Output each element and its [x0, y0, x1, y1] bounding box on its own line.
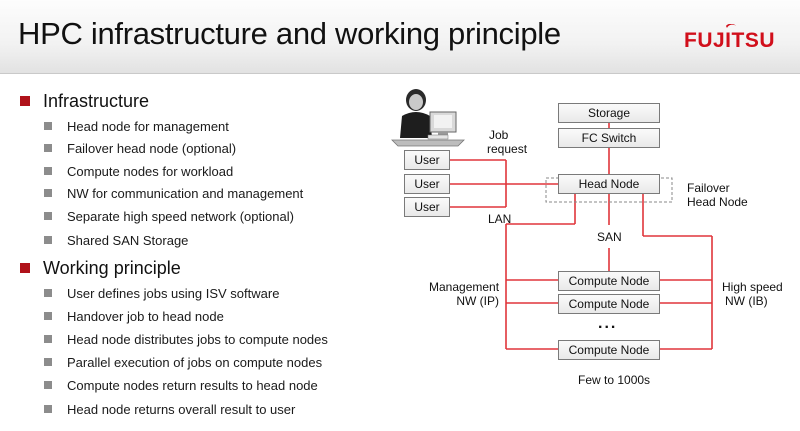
compute-node-box: Compute Node — [558, 271, 660, 291]
square-bullet-icon — [44, 236, 52, 244]
list-item: Parallel execution of jobs on compute no… — [44, 353, 322, 371]
few-to-1000s-label: Few to 1000s — [578, 373, 651, 387]
bullet-content: Infrastructure Head node for management … — [0, 80, 380, 425]
user-at-desk-icon — [391, 89, 465, 147]
list-item: Shared SAN Storage — [44, 231, 188, 249]
section-heading: Infrastructure — [43, 90, 150, 111]
mgmt-line1: Management — [429, 280, 500, 294]
fc-switch-box: FC Switch — [558, 128, 660, 148]
square-bullet-icon — [44, 289, 52, 297]
list-item-text: NW for communication and management — [67, 185, 304, 201]
square-bullet-icon — [44, 335, 52, 343]
user-box: User — [404, 197, 450, 217]
list-item-text: Head node returns overall result to user — [67, 401, 296, 417]
square-bullet-icon — [44, 144, 52, 152]
storage-box: Storage — [558, 103, 660, 123]
job-request-label: Job request — [487, 128, 527, 156]
list-item: Head node returns overall result to user — [44, 400, 295, 418]
square-bullet-icon — [20, 96, 30, 106]
square-bullet-icon — [44, 189, 52, 197]
list-item-text: Compute nodes for workload — [67, 163, 234, 179]
logo-infinity-mark — [726, 24, 736, 28]
job-request-line1: Job — [489, 128, 509, 142]
square-bullet-icon — [44, 212, 52, 220]
san-label: SAN — [597, 230, 622, 244]
list-item: Compute nodes for workload — [44, 162, 233, 180]
fujitsu-logo: FUJITSU — [684, 24, 775, 52]
list-item-text: Parallel execution of jobs on compute no… — [67, 354, 323, 370]
page-title: HPC infrastructure and working principle — [18, 16, 561, 51]
lan-label: LAN — [488, 212, 512, 226]
management-nw-label: Management NW (IP) — [429, 280, 499, 308]
list-item: Failover head node (optional) — [44, 139, 236, 157]
ellipsis-label: ... — [598, 315, 618, 332]
user-box: User — [404, 150, 450, 170]
square-bullet-icon — [20, 263, 30, 273]
square-bullet-icon — [44, 167, 52, 175]
job-request-line2: request — [487, 142, 528, 156]
square-bullet-icon — [44, 122, 52, 130]
list-item: Head node distributes jobs to compute no… — [44, 330, 328, 348]
failover-label: Failover Head Node — [687, 181, 748, 209]
failover-line2: Head Node — [687, 195, 748, 209]
user-box: User — [404, 174, 450, 194]
square-bullet-icon — [44, 358, 52, 366]
list-item: User defines jobs using ISV software — [44, 284, 279, 302]
square-bullet-icon — [44, 405, 52, 413]
list-item: Handover job to head node — [44, 307, 224, 325]
highspeed-line1: High speed — [722, 280, 783, 294]
section-working-principle: Working principle — [20, 257, 181, 279]
list-item: NW for communication and management — [44, 184, 303, 202]
square-bullet-icon — [44, 312, 52, 320]
compute-node-box: Compute Node — [558, 294, 660, 314]
section-heading: Working principle — [43, 257, 181, 278]
list-item-text: User defines jobs using ISV software — [67, 285, 280, 301]
list-item: Head node for management — [44, 117, 229, 135]
square-bullet-icon — [44, 381, 52, 389]
list-item-text: Separate high speed network (optional) — [67, 208, 294, 224]
list-item: Separate high speed network (optional) — [44, 207, 294, 225]
mgmt-line2: NW (IP) — [456, 294, 499, 308]
list-item: Compute nodes return results to head nod… — [44, 376, 318, 394]
logo-text: FUJITSU — [684, 29, 775, 52]
compute-node-box: Compute Node — [558, 340, 660, 360]
head-node-box: Head Node — [558, 174, 660, 194]
list-item-text: Handover job to head node — [67, 308, 224, 324]
highspeed-line2: NW (IB) — [725, 294, 768, 308]
list-item-text: Head node for management — [67, 118, 229, 134]
section-infrastructure: Infrastructure — [20, 90, 149, 112]
list-item-text: Shared SAN Storage — [67, 232, 189, 248]
list-item-text: Compute nodes return results to head nod… — [67, 377, 318, 393]
list-item-text: Head node distributes jobs to compute no… — [67, 331, 328, 347]
failover-line1: Failover — [687, 181, 730, 195]
title-bar: HPC infrastructure and working principle… — [0, 0, 800, 74]
list-item-text: Failover head node (optional) — [67, 140, 237, 156]
high-speed-nw-label: High speed NW (IB) — [722, 280, 783, 308]
